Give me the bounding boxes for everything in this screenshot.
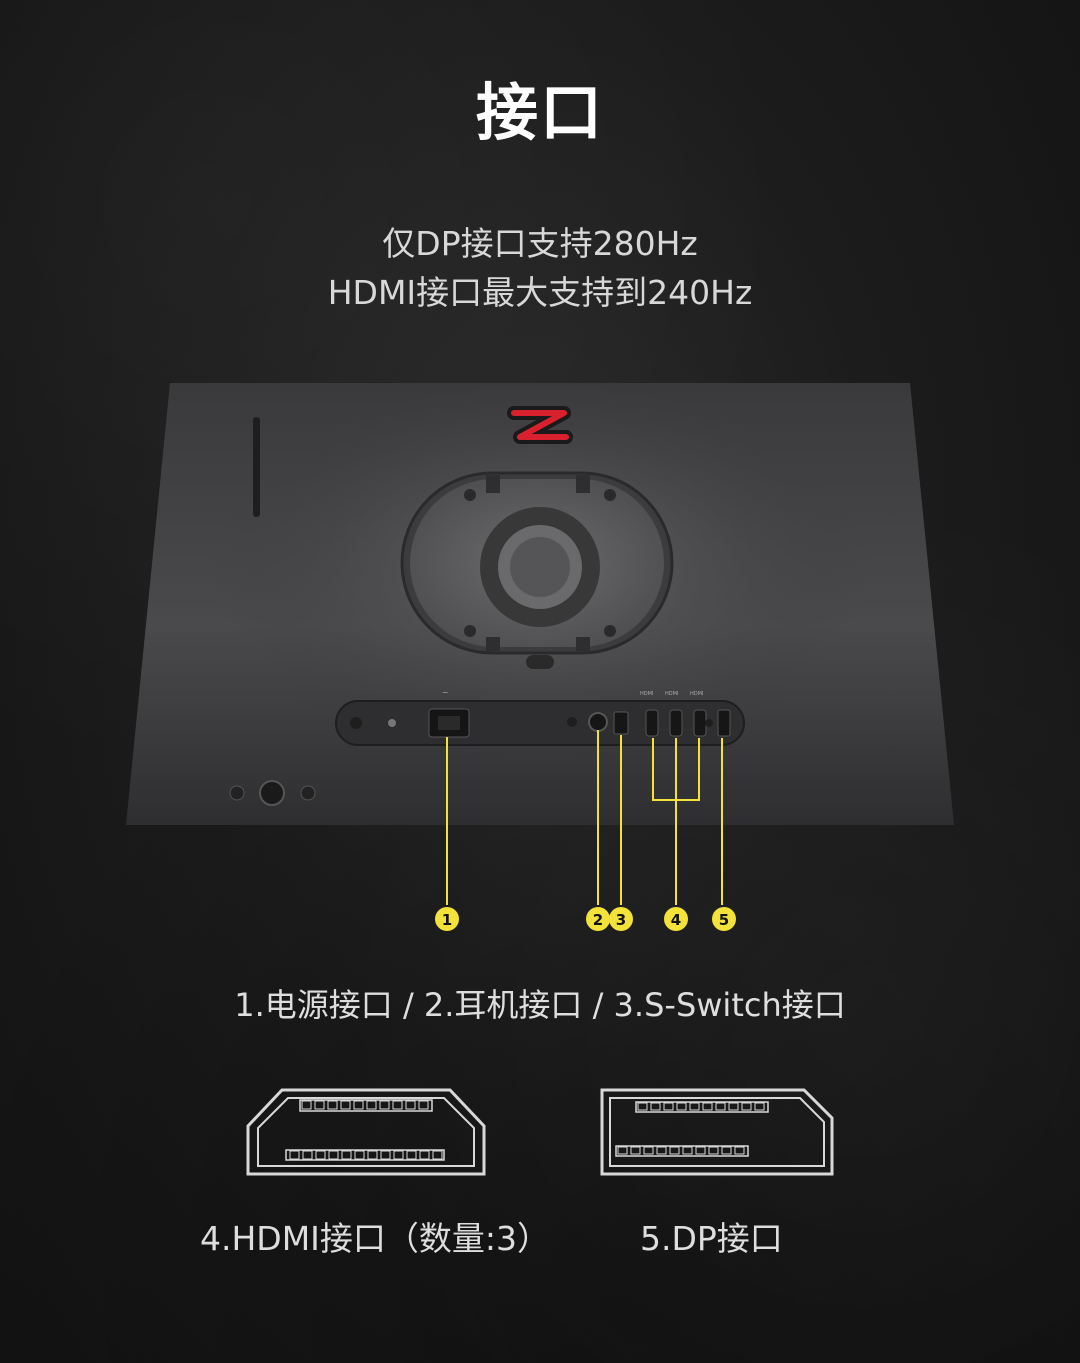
- s-switch-port-icon: [613, 711, 629, 735]
- connector-pin: [617, 1146, 628, 1155]
- connector-pin: [663, 1102, 674, 1111]
- svg-text:HDMI: HDMI: [665, 691, 678, 697]
- connector-pin: [721, 1146, 732, 1155]
- svg-text:HDMI: HDMI: [690, 691, 703, 697]
- connector-pin: [315, 1150, 326, 1160]
- svg-text:1: 1: [442, 911, 452, 929]
- joystick-button: [259, 780, 285, 806]
- connector-pin: [327, 1100, 338, 1110]
- connector-pin: [301, 1100, 312, 1110]
- connector-pin: [643, 1146, 654, 1155]
- connector-pin: [689, 1102, 700, 1111]
- connector-pin: [728, 1102, 739, 1111]
- marker-3: [609, 907, 633, 931]
- hdmi-connector-icon: [246, 1088, 486, 1176]
- hdmi-port-icon: [645, 709, 659, 737]
- svg-text:2: 2: [593, 911, 603, 929]
- connector-pin: [366, 1100, 377, 1110]
- svg-text:~: ~: [442, 688, 449, 697]
- connector-pin: [702, 1102, 713, 1111]
- connector-pin: [669, 1146, 680, 1155]
- zowie-logo-icon: [507, 406, 573, 444]
- dp-connector-icon: [600, 1088, 834, 1176]
- connector-pin: [734, 1146, 745, 1155]
- connector-pin: [354, 1150, 365, 1160]
- connector-pin: [405, 1100, 416, 1110]
- connector-pin: [741, 1102, 752, 1111]
- connector-pin: [432, 1150, 443, 1160]
- connector-pin: [367, 1150, 378, 1160]
- connector-pin: [676, 1102, 687, 1111]
- svg-text:4: 4: [671, 911, 681, 929]
- connector-pin: [708, 1146, 719, 1155]
- connector-pin: [418, 1100, 429, 1110]
- connector-pin: [715, 1102, 726, 1111]
- connector-pin: [419, 1150, 430, 1160]
- connector-pin: [656, 1146, 667, 1155]
- connector-pin: [328, 1150, 339, 1160]
- marker-4: [664, 907, 688, 931]
- svg-text:5: 5: [719, 911, 729, 929]
- dp-port-icon: [717, 709, 731, 737]
- connector-pin: [754, 1102, 765, 1111]
- connector-pin: [341, 1150, 352, 1160]
- connector-pin: [353, 1100, 364, 1110]
- hdmi-tiny-label: HDMI: [640, 691, 653, 697]
- connector-pin: [695, 1146, 706, 1155]
- cable-slot: [253, 417, 260, 517]
- hdmi-caption: 4.HDMI接口（数量:3）: [200, 1219, 551, 1258]
- dp-caption: 5.DP接口: [640, 1219, 783, 1258]
- ports-caption: 1.电源接口 / 2.耳机接口 / 3.S-Switch接口: [234, 986, 846, 1024]
- monitor-back-illustration: ~ HDMI HDMI HDMI: [126, 383, 954, 825]
- connector-pin: [650, 1102, 661, 1111]
- connector-pin: [630, 1146, 641, 1155]
- connector-pin: [392, 1100, 403, 1110]
- connector-pin: [289, 1150, 300, 1160]
- connector-pin: [379, 1100, 390, 1110]
- page-title: 接口: [475, 76, 604, 149]
- connector-pin: [406, 1150, 417, 1160]
- connector-pin: [340, 1100, 351, 1110]
- marker-5: [712, 907, 736, 931]
- svg-text:3: 3: [616, 911, 626, 929]
- connector-pin: [380, 1150, 391, 1160]
- subtitle-hdmi: HDMI接口最大支持到240Hz: [327, 273, 753, 312]
- connector-pin: [637, 1102, 648, 1111]
- subtitle-dp: 仅DP接口支持280Hz: [382, 224, 698, 263]
- marker-2: [586, 907, 610, 931]
- connector-pin: [393, 1150, 404, 1160]
- connector-pin: [314, 1100, 325, 1110]
- marker-1: [435, 907, 459, 931]
- connector-pin: [302, 1150, 313, 1160]
- connector-pin: [682, 1146, 693, 1155]
